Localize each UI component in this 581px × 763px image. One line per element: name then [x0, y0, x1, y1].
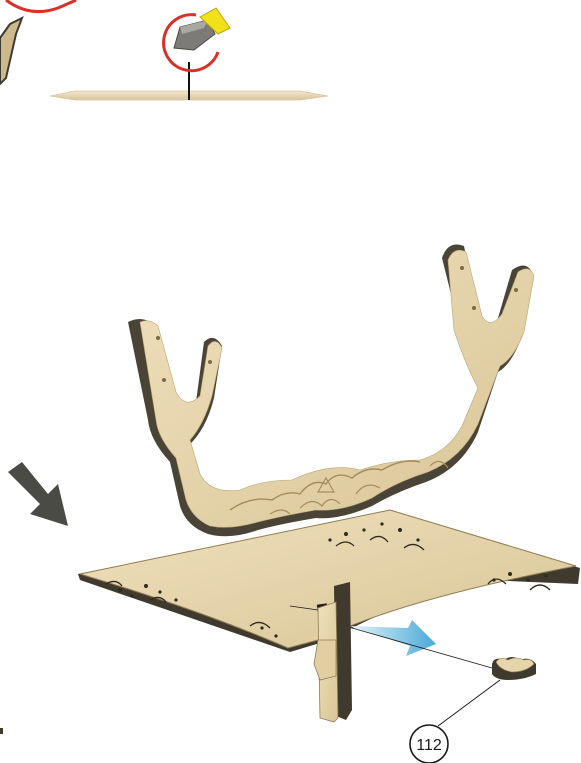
- blue-insert-arrow-icon: [350, 620, 436, 656]
- peg-hole: [162, 378, 166, 382]
- cradle-piece: [128, 245, 534, 537]
- peg-hole: [514, 288, 518, 292]
- gray-direction-arrow-icon: [8, 462, 68, 526]
- callout-leader-line: [438, 680, 500, 726]
- peg-part: [492, 657, 536, 680]
- peg-hole: [472, 306, 476, 310]
- glue-tube-icon: [174, 8, 230, 50]
- glue-detail-callout: [50, 8, 328, 100]
- peg-hole: [156, 336, 160, 340]
- red-detail-callout-icon: [6, 0, 76, 12]
- detail-callout-top-left: [0, 0, 76, 84]
- part-number-label: 112: [416, 737, 442, 754]
- peg-hole: [460, 266, 464, 270]
- partial-part-fragment: [0, 18, 22, 84]
- peg-hole: [208, 360, 212, 364]
- stand-assembly: 112: [78, 245, 580, 763]
- leg-foot: [314, 640, 336, 680]
- part-callout-112: 112: [410, 680, 500, 763]
- partial-part-fragment-bottom: [0, 728, 3, 734]
